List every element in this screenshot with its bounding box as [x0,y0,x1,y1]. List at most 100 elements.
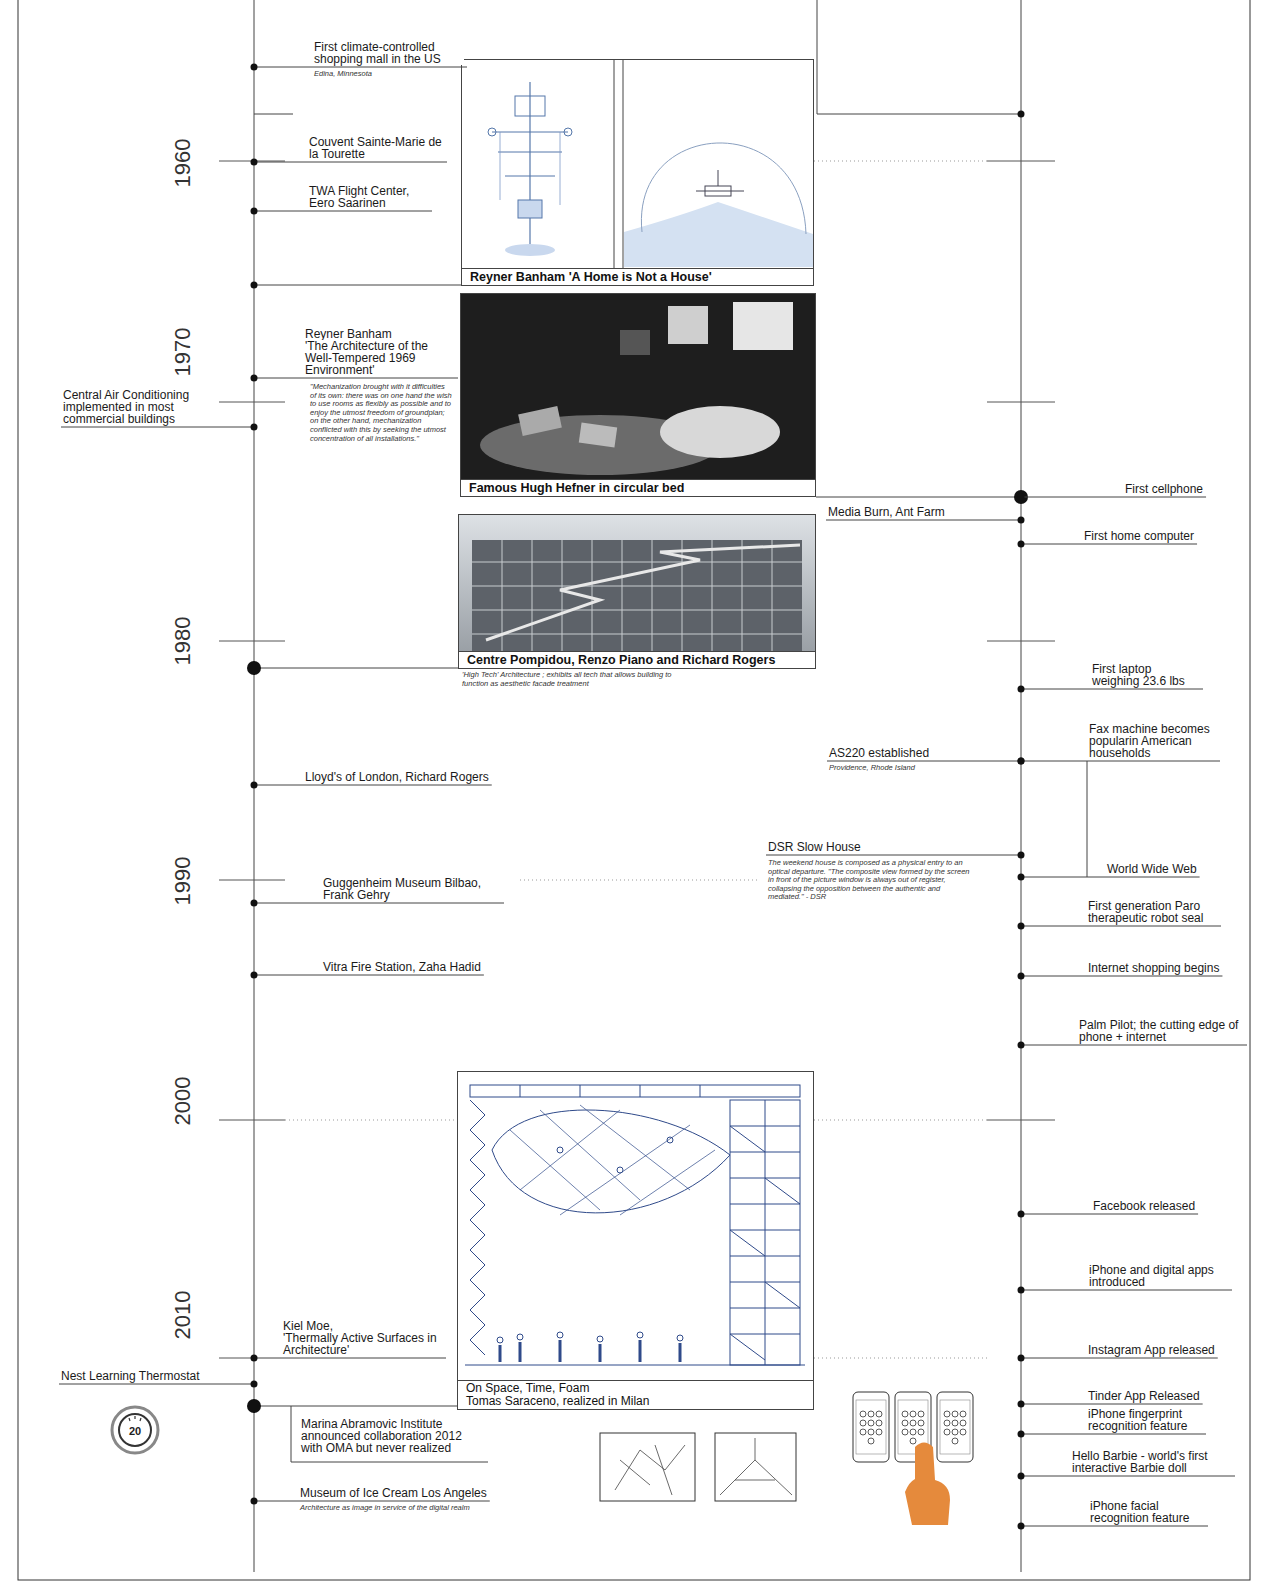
image-panel: Reyner Banham 'A Home is Not a House' [461,59,814,286]
leader-line [254,975,484,976]
mast-drawing [505,176,555,177]
event-label: First cellphone [1125,483,1203,495]
timeline-dot [1018,1473,1025,1480]
leader-line [254,785,492,786]
leader-line [254,1358,446,1359]
decade-tick [987,641,1055,642]
timeline-dot [1018,758,1025,765]
bubble-ground [624,202,813,267]
event-label: Couvent Sainte-Marie de la Tourette [309,136,444,160]
timeline-dot [1018,494,1025,501]
decade-tick [987,161,1055,162]
timeline-dot [1018,111,1025,118]
leader-line [1021,761,1220,762]
timeline-dot [251,375,258,382]
mast-drawing [564,128,572,136]
timeline-dot [251,64,258,71]
event-label: AS220 established [829,747,929,759]
figures [677,1335,683,1341]
leader-line [1021,1526,1208,1527]
figures [637,1332,643,1338]
timeline-dot [1018,541,1025,548]
image-frame [623,59,624,268]
decade-guide [814,161,987,162]
stairs [730,1126,800,1360]
event-label: Palm Pilot; the cutting edge of phone + … [1079,1019,1244,1043]
photo-escalator [486,545,800,640]
event-label: Media Burn, Ant Farm [828,506,945,518]
image-ground [623,60,813,268]
timeline-dot [1018,1355,1025,1362]
thermostat-reading: 20 [129,1425,141,1437]
timeline-dot [1018,852,1025,859]
image-panel: Centre Pompidou, Renzo Piano and Richard… [458,514,816,669]
figures [557,1147,563,1153]
decade-tick [219,402,285,403]
event-label: First generation Paro therapeutic robot … [1088,900,1218,924]
panel-caption: Reyner Banham 'A Home is Not a House' [470,270,805,284]
bracket-line [1087,761,1088,877]
mast-drawing [518,200,542,218]
sketch [715,1433,796,1501]
timeline-dot [251,972,258,979]
event-label: First laptop weighing 23.6 lbs [1092,663,1200,687]
foam-net [492,1110,730,1213]
timeline-dot [251,1498,258,1505]
leader-line [61,427,254,428]
timeline-dot [1018,1523,1025,1530]
leader-line [1021,1404,1203,1405]
image-area [462,60,813,268]
panel-link [817,0,1021,114]
timeline-dot [1018,973,1025,980]
note: Architecture as image in service of the … [300,1503,470,1512]
image-panel: Famous Hugh Hefner in circular bed [460,293,816,497]
leader-line [254,378,458,379]
section-drawing [465,1085,805,1365]
timeline-dot [1018,686,1025,693]
leader-line [1021,497,1206,498]
bubble-machine [696,191,744,192]
leader-line [1021,689,1203,690]
decade-label: 2000 [171,1077,195,1126]
caption-strip: On Space, Time, FoamTomas Saraceno, real… [458,1380,813,1409]
roof-beam [470,1085,800,1097]
leader-line [827,761,1021,762]
leader-line [1021,544,1197,545]
figures [617,1167,623,1173]
event-label: DSR Slow House [768,841,861,853]
timeline-dot [1018,517,1025,524]
phone-icon [853,1392,889,1462]
timeline-dot [1018,1431,1025,1438]
panel-link [816,497,1021,498]
decade-tick [987,1120,1055,1121]
stair-tower [730,1100,800,1365]
leader-line [1021,1358,1218,1359]
caption-strip: Famous Hugh Hefner in circular bed [461,479,815,496]
timeline-dot [251,159,258,166]
leader-line [1021,926,1221,927]
event-label: Marina Abramovic Institute announced col… [301,1418,476,1454]
panel-link [254,285,461,286]
event-label: Fax machine becomes popularin American h… [1089,723,1217,759]
caption-strip: Reyner Banham 'A Home is Not a House' [462,268,813,285]
event-label: Lloyd's of London, Richard Rogers [305,771,489,783]
bubble-machine [718,170,719,186]
event-label: Hello Barbie - world's first interactive… [1072,1450,1232,1474]
mast-drawing [500,132,501,200]
panel-caption: Famous Hugh Hefner in circular bed [469,481,807,495]
timeline-dot [1018,1401,1025,1408]
timeline-dot [251,900,258,907]
image-ground [462,60,614,268]
photo-figure [660,406,780,458]
mast-drawing [498,152,562,153]
mast-drawing [505,244,555,256]
timeline-dot [251,1381,258,1388]
mast-drawing [515,96,545,116]
image-area [461,294,815,479]
thermostat-face [119,1414,151,1446]
event-label: iPhone and digital apps introduced [1089,1264,1229,1288]
quote-note: "Mechanization brought with it difficult… [310,383,452,443]
panel-caption: Tomas Saraceno, realized in Milan [466,1395,805,1408]
major-dot [247,661,261,675]
